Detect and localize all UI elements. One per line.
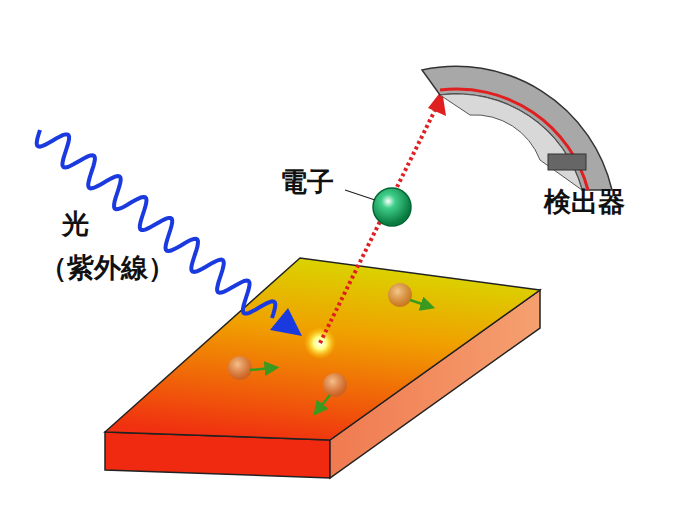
detector-label: 検出器 bbox=[544, 186, 625, 217]
electron bbox=[373, 188, 411, 226]
light-label: 光 bbox=[62, 208, 89, 239]
light-arrowhead bbox=[270, 308, 302, 336]
electron-path bbox=[320, 108, 436, 343]
leader-line bbox=[345, 190, 375, 200]
light-wave bbox=[37, 130, 276, 318]
electron-label: 電子 bbox=[280, 166, 334, 197]
sample-top bbox=[105, 258, 540, 440]
light-sublabel: （紫外線） bbox=[40, 252, 175, 283]
detector bbox=[422, 66, 612, 190]
particles bbox=[228, 283, 428, 410]
